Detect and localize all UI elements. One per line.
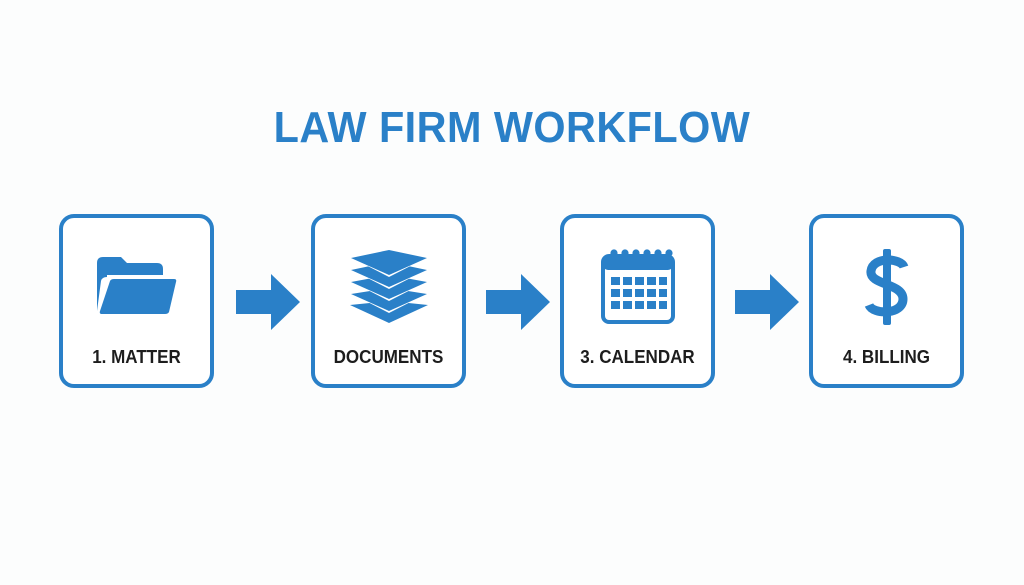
folder-icon (63, 244, 210, 330)
dollar-icon (813, 244, 960, 330)
step-billing: 4. BILLING (809, 214, 964, 388)
arrow-right-icon (234, 272, 302, 332)
step-calendar: 3. CALENDAR (560, 214, 715, 388)
step-label: 4. BILLING (843, 346, 930, 367)
arrow-right-icon (484, 272, 552, 332)
documents-stack-icon (315, 244, 462, 330)
step-label: 3. CALENDAR (580, 346, 695, 367)
step-label: 1. MATTER (92, 346, 181, 367)
arrow-right-icon (733, 272, 801, 332)
step-documents: DOCUMENTS (311, 214, 466, 388)
diagram-title: LAW FIRM WORKFLOW (273, 103, 751, 152)
calendar-icon (564, 244, 711, 330)
step-label: DOCUMENTS (333, 346, 444, 367)
step-matter: 1. MATTER (59, 214, 214, 388)
